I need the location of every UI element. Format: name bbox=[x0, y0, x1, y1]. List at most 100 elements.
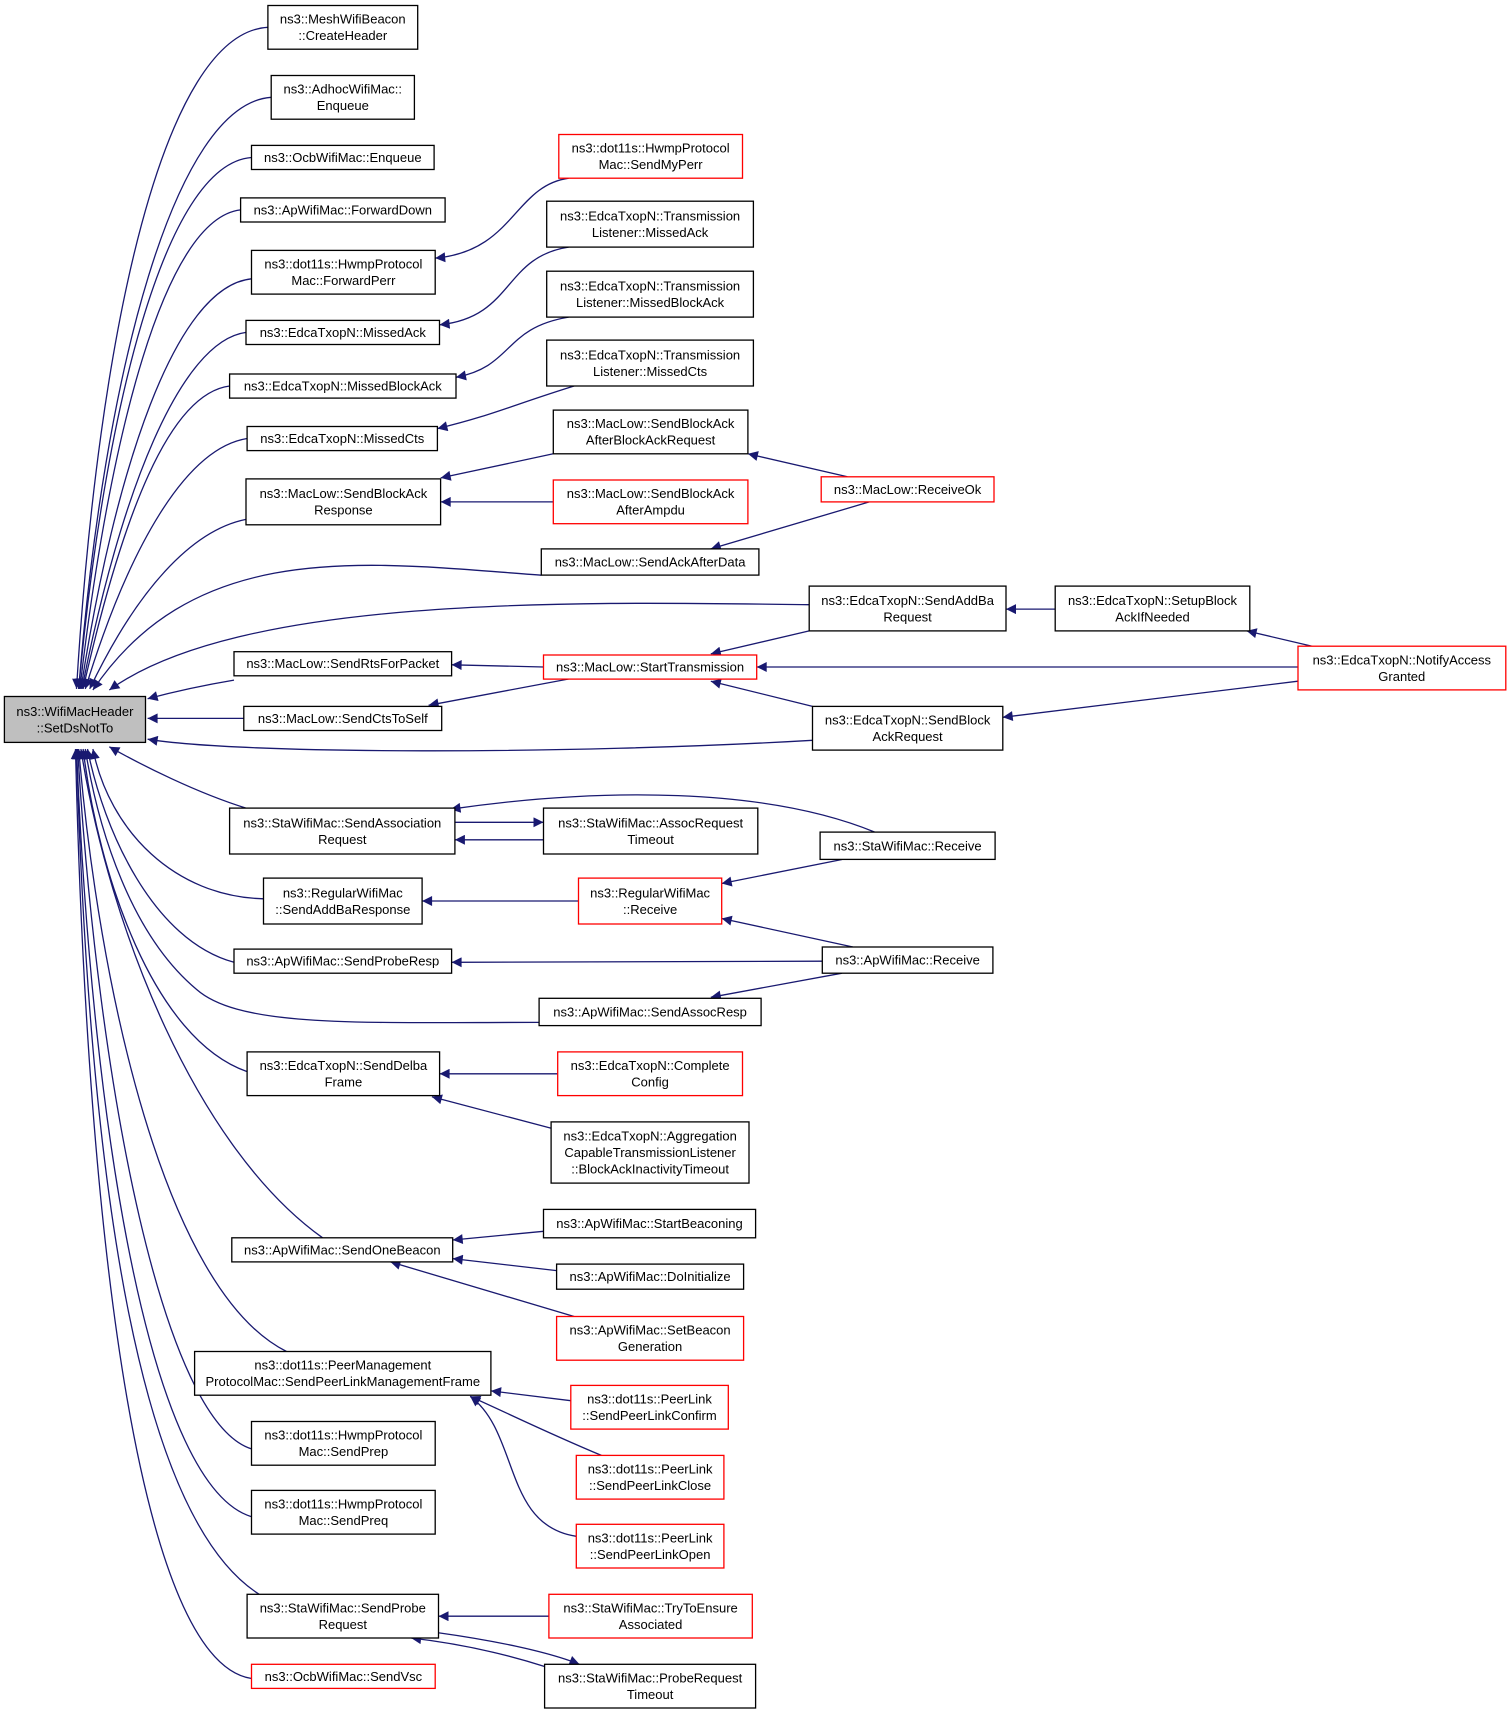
edge-hwmpForwardPerr-to-root bbox=[77, 278, 252, 689]
node-box bbox=[546, 270, 755, 318]
node-box bbox=[239, 197, 446, 223]
node-box bbox=[250, 1489, 436, 1535]
node-edcaMissedBlockAck[interactable]: ns3::EdcaTxopN::MissedBlockAck bbox=[228, 373, 457, 399]
node-box bbox=[548, 1593, 753, 1639]
edge-macReceiveOk-to-macSendBlockAckAfterBAR bbox=[747, 451, 848, 478]
node-label: AfterBlockAckRequest bbox=[586, 433, 716, 448]
node-label: ns3::OcbWifiMac::SendVsc bbox=[265, 1669, 423, 1684]
node-apStartBeaconing[interactable]: ns3::ApWifiMac::StartBeaconing bbox=[542, 1208, 757, 1239]
node-macSendBlockAckAfterBAR[interactable]: ns3::MacLow::SendBlockAckAfterBlockAckRe… bbox=[552, 409, 749, 455]
edge-edcaMissedBlockAck-to-root bbox=[80, 385, 230, 690]
node-ocbSendVsc[interactable]: ns3::OcbWifiMac::SendVsc bbox=[250, 1663, 436, 1690]
node-tlMissedBlockAck[interactable]: ns3::EdcaTxopN::TransmissionListener::Mi… bbox=[546, 270, 755, 318]
node-apSendOneBeacon[interactable]: ns3::ApWifiMac::SendOneBeacon bbox=[231, 1237, 454, 1263]
node-box bbox=[245, 478, 442, 526]
node-label: ns3::ApWifiMac::StartBeaconing bbox=[556, 1216, 742, 1231]
node-macSendRtsForPacket[interactable]: ns3::MacLow::SendRtsForPacket bbox=[233, 651, 453, 677]
node-label: ns3::MacLow::SendBlockAck bbox=[567, 416, 735, 431]
node-edcaBlockAckInactivity[interactable]: ns3::EdcaTxopN::AggregationCapableTransm… bbox=[550, 1121, 750, 1184]
node-apDoInitialize[interactable]: ns3::ApWifiMac::DoInitialize bbox=[555, 1263, 745, 1290]
node-box bbox=[250, 249, 436, 295]
node-label: ns3::EdcaTxopN::MissedCts bbox=[260, 431, 425, 446]
node-label: ProtocolMac::SendPeerLinkManagementFrame bbox=[206, 1374, 481, 1389]
node-box bbox=[552, 479, 749, 525]
node-hwmpForwardPerr[interactable]: ns3::dot11s::HwmpProtocolMac::ForwardPer… bbox=[250, 249, 436, 295]
node-plSendPeerLinkOpen[interactable]: ns3::dot11s::PeerLink::SendPeerLinkOpen bbox=[575, 1523, 725, 1569]
node-tlMissedCts[interactable]: ns3::EdcaTxopN::TransmissionListener::Mi… bbox=[546, 339, 755, 387]
edge-ocbEnqueue-to-root bbox=[74, 156, 252, 689]
node-box bbox=[811, 705, 1004, 751]
node-label: AfterAmpdu bbox=[616, 503, 685, 518]
node-tlMissedAck[interactable]: ns3::EdcaTxopN::TransmissionListener::Mi… bbox=[546, 200, 755, 248]
node-apReceive[interactable]: ns3::ApWifiMac::Receive bbox=[821, 946, 994, 974]
node-apSendAssocResp[interactable]: ns3::ApWifiMac::SendAssocResp bbox=[538, 997, 762, 1027]
node-label: ns3::EdcaTxopN::Complete bbox=[571, 1058, 730, 1073]
edge-adhocEnqueue-to-root bbox=[74, 96, 272, 689]
edge-tlMissedAck-to-edcaMissedAck bbox=[439, 246, 569, 329]
node-macSendCtsToSelf[interactable]: ns3::MacLow::SendCtsToSelf bbox=[243, 705, 443, 732]
node-box bbox=[820, 476, 995, 503]
node-macStartTransmission[interactable]: ns3::MacLow::StartTransmission bbox=[542, 654, 758, 680]
node-label: Request bbox=[319, 1617, 368, 1632]
node-apSendProbeResp[interactable]: ns3::ApWifiMac::SendProbeResp bbox=[233, 948, 453, 974]
node-label: ns3::EdcaTxopN::Transmission bbox=[560, 347, 740, 362]
node-label: ns3::StaWifiMac::Receive bbox=[834, 838, 982, 853]
node-meshCreateHeader[interactable]: ns3::MeshWifiBeacon::CreateHeader bbox=[267, 4, 419, 50]
node-plSendPeerLinkConfirm[interactable]: ns3::dot11s::PeerLink::SendPeerLinkConfi… bbox=[570, 1384, 729, 1430]
node-label: ns3::RegularWifiMac bbox=[590, 885, 710, 900]
node-regSendAddBaResponse[interactable]: ns3::RegularWifiMac::SendAddBaResponse bbox=[262, 877, 423, 925]
node-label: Frame bbox=[325, 1075, 363, 1090]
edge-regSendAddBaResponse-to-root bbox=[89, 748, 264, 900]
node-label: ns3::MeshWifiBeacon bbox=[280, 12, 406, 27]
node-label: ns3::EdcaTxopN::Transmission bbox=[560, 278, 740, 293]
node-edcaMissedAck[interactable]: ns3::EdcaTxopN::MissedAck bbox=[245, 319, 441, 346]
node-box bbox=[193, 1350, 492, 1396]
node-label: ns3::MacLow::ReceiveOk bbox=[834, 482, 982, 497]
node-label: ns3::dot11s::HwmpProtocol bbox=[264, 1428, 422, 1443]
node-label: ns3::dot11s::PeerLink bbox=[588, 1462, 713, 1477]
node-plSendPeerLinkClose[interactable]: ns3::dot11s::PeerLink::SendPeerLinkClose bbox=[575, 1454, 725, 1500]
node-label: ns3::AdhocWifiMac:: bbox=[284, 82, 403, 97]
node-label: Request bbox=[318, 832, 367, 847]
node-label: ns3::ApWifiMac::SetBeacon bbox=[570, 1323, 731, 1338]
node-label: ns3::StaWifiMac::ProbeRequest bbox=[558, 1670, 743, 1685]
edge-apStartBeaconing-to-apSendOneBeacon bbox=[452, 1230, 544, 1245]
node-label: ::SetDsNotTo bbox=[37, 720, 114, 735]
node-label: ns3::ApWifiMac::SendProbeResp bbox=[246, 954, 439, 969]
node-staReceive[interactable]: ns3::StaWifiMac::Receive bbox=[819, 831, 996, 861]
node-apForwardDown[interactable]: ns3::ApWifiMac::ForwardDown bbox=[239, 197, 446, 223]
node-ocbEnqueue[interactable]: ns3::OcbWifiMac::Enqueue bbox=[250, 144, 435, 171]
node-peerMgmtSendPeerLink[interactable]: ns3::dot11s::PeerManagementProtocolMac::… bbox=[193, 1350, 492, 1396]
node-root[interactable]: ns3::WifiMacHeader::SetDsNotTo bbox=[3, 695, 147, 744]
edge-hwmpSendPreq-to-root bbox=[71, 748, 252, 1518]
node-edcaMissedCts[interactable]: ns3::EdcaTxopN::MissedCts bbox=[246, 425, 439, 452]
node-label: Timeout bbox=[627, 1687, 674, 1702]
node-label: Associated bbox=[619, 1617, 683, 1632]
edge-staReceive-to-staSendAssociationRequest bbox=[450, 794, 876, 833]
node-macSendAckAfterData[interactable]: ns3::MacLow::SendAckAfterData bbox=[540, 548, 760, 576]
node-macReceiveOk[interactable]: ns3::MacLow::ReceiveOk bbox=[820, 476, 995, 503]
node-regReceive[interactable]: ns3::RegularWifiMac::Receive bbox=[577, 877, 723, 925]
edge-tlMissedCts-to-edcaMissedCts bbox=[437, 385, 575, 432]
node-label: ns3::StaWifiMac::TryToEnsure bbox=[563, 1600, 737, 1615]
node-box bbox=[250, 144, 435, 171]
edge-edcaSendDelbaFrame-to-root bbox=[79, 748, 248, 1073]
node-adhocEnqueue[interactable]: ns3::AdhocWifiMac::Enqueue bbox=[270, 74, 416, 120]
